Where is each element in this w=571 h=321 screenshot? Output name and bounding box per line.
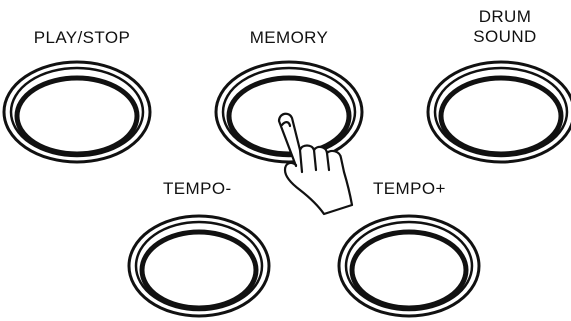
- play-stop-button[interactable]: [4, 62, 150, 162]
- tempo-minus-button[interactable]: [129, 216, 269, 316]
- tempo-plus-button[interactable]: [339, 216, 479, 316]
- drum-sound-button[interactable]: [428, 62, 571, 162]
